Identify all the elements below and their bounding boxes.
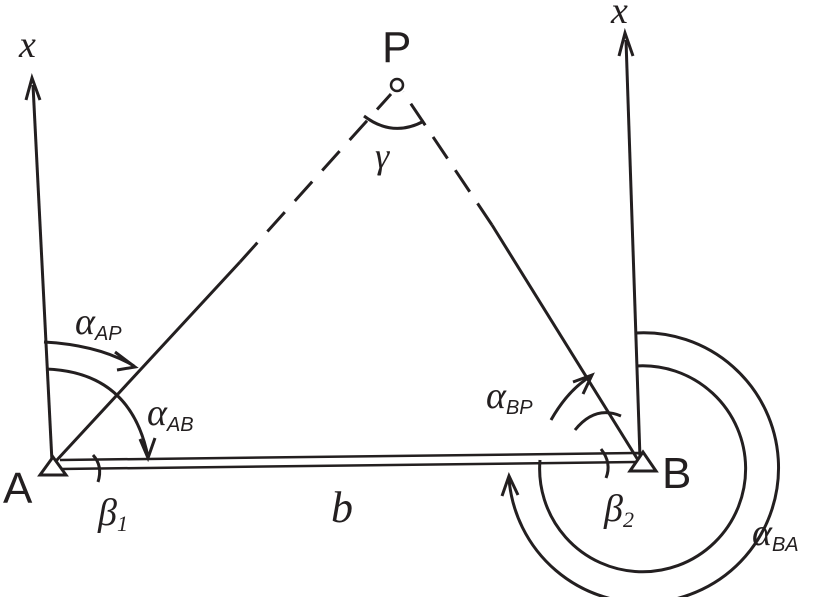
x-axis-B-label: x	[610, 0, 628, 32]
line-AP-dashed	[238, 92, 393, 264]
point-A-marker	[37, 454, 69, 477]
x-axis-B	[624, 39, 642, 459]
angle-alpha-BP-arc	[549, 374, 592, 421]
angle-inner-B-arc	[573, 411, 622, 431]
point-B-label: B	[662, 449, 691, 498]
angle-alpha-AB-label: αAB	[147, 392, 194, 436]
line-BP-dashed	[401, 91, 494, 226]
angle-beta2-label: β2	[603, 488, 634, 532]
line-AP-solid	[54, 260, 242, 463]
baseline-AB-lower	[59, 460, 641, 471]
angle-B-inner-circle	[538, 364, 748, 574]
angle-beta2-arc	[599, 448, 610, 479]
x-axis-A-arrowhead	[24, 73, 42, 101]
x-axis-B-arrowhead	[617, 27, 635, 57]
angle-gamma-arc	[363, 114, 425, 130]
x-axis-A-label: x	[18, 24, 36, 66]
x-axis-A	[31, 84, 54, 463]
angle-alpha-BA-label: αBA	[752, 512, 799, 556]
point-B-marker	[627, 449, 659, 473]
angle-alpha-AP-label: αAP	[75, 301, 122, 345]
baseline-AB-upper	[59, 451, 641, 462]
angle-alpha-BA-arc	[507, 331, 781, 597]
line-BP-solid	[490, 224, 640, 461]
angle-alpha-AB-arrowhead	[138, 437, 157, 463]
angle-alpha-BP-arrowhead	[572, 372, 595, 395]
baseline-b-label: b	[331, 483, 353, 532]
angle-gamma-label: γ	[375, 136, 390, 176]
point-A-label: A	[3, 464, 33, 513]
angle-alpha-AB-arc	[45, 367, 150, 458]
point-P-marker	[389, 77, 405, 93]
angle-beta1-label: β1	[97, 492, 128, 536]
angle-beta1-arc	[91, 453, 102, 483]
point-P-label: P	[382, 23, 411, 72]
angle-alpha-BA-arrowhead	[500, 472, 520, 497]
angle-alpha-BP-label: αBP	[486, 375, 533, 419]
angle-alpha-AP-arrowhead	[114, 350, 139, 372]
angle-alpha-AP-arc	[43, 340, 135, 368]
